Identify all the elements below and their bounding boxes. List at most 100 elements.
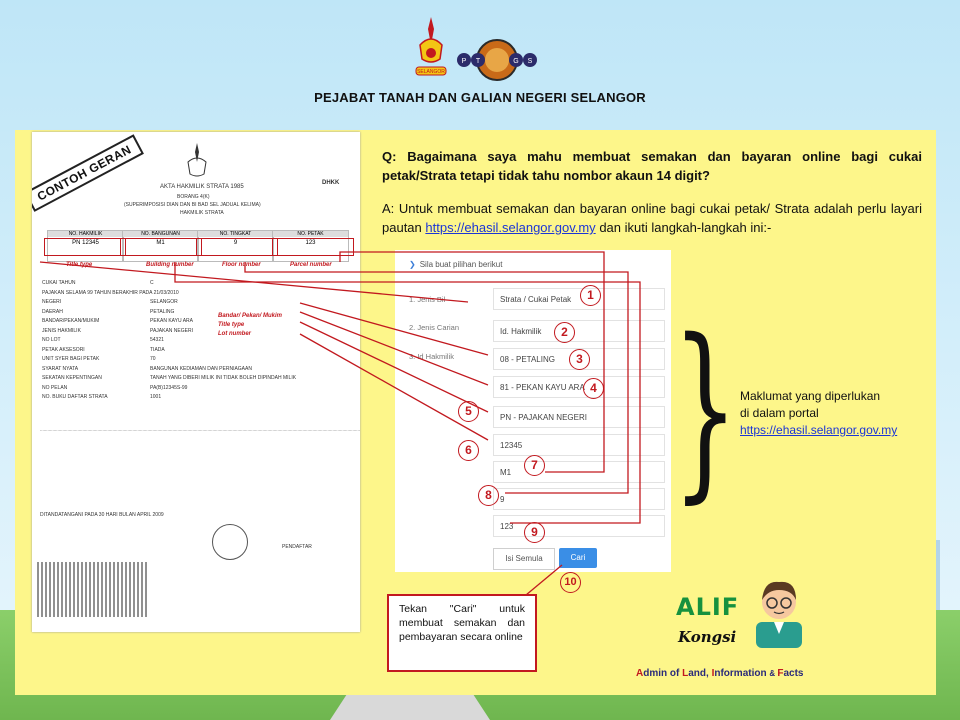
answer-prefix: A: Untuk membuat semakan dan bayaran onl… (382, 201, 922, 235)
tagline-dmin: dmin of (643, 668, 683, 679)
select-jenis-carian[interactable]: Id. Hakmilik (493, 320, 665, 342)
doc-row-value: 1001 (150, 394, 162, 400)
info-line-1: Maklumat yang diperlukan (740, 389, 881, 403)
tagline-f: F (777, 668, 784, 679)
input-no-hakmilik[interactable]: 12345 (493, 434, 665, 456)
crest-icon (187, 143, 207, 177)
step-badge-2: 2 (554, 322, 575, 343)
header-building-no: NO. BANGUNAN (123, 231, 198, 237)
header: SELANGOR P T G S PEJABAT TANAH DAN GALIA… (0, 0, 960, 120)
doc-row-value: 70 (150, 356, 156, 362)
doc-row-label: NO. BUKU DAFTAR STRATA (42, 394, 108, 400)
redacted-barcode (37, 562, 147, 617)
doc-heading-3: (SUPERIMPOSISI DIAN DAN BI BAD SEL JADUA… (124, 202, 261, 208)
doc-row-value: PA(B)12345S-99 (150, 384, 188, 391)
value-building-no: M1 (156, 240, 165, 246)
document-code: DHKK (322, 180, 340, 186)
sample-title-document: CONTOH GERAN DHKK AKTA HAKMILIK STRATA 1… (32, 132, 360, 632)
answer-suffix: dan ikuti langkah-langkah ini:- (599, 220, 772, 235)
document-signer: PENDAFTAR (282, 544, 312, 550)
doc-row-value: BANGUNAN KEDIAMAN DAN PERNIAGAAN (150, 365, 252, 372)
avatar (756, 581, 802, 648)
doc-row-label: NEGERI (42, 299, 62, 305)
crest-label: SELANGOR (417, 69, 445, 75)
doc-row-label: SEKATAN KEPENTINGAN (42, 375, 102, 381)
highlight-floor-no (196, 238, 278, 256)
answer-link[interactable]: https://ehasil.selangor.gov.my (425, 220, 596, 235)
doc-row-label: JENIS HAKMILIK (42, 327, 81, 334)
step-badge-7: 7 (524, 455, 545, 476)
value-title-no: PN 12345 (72, 240, 99, 246)
selangor-crest-icon: SELANGOR (415, 17, 447, 76)
organization-title: PEJABAT TANAH DAN GALIAN NEGERI SELANGOR (314, 90, 646, 105)
doc-heading-2: BORANG 4(K) (177, 194, 210, 200)
sample-stamp: CONTOH GERAN (32, 134, 145, 212)
doc-row-value: PEKAN KAYU ARA (150, 318, 193, 324)
tagline-a: A (636, 668, 644, 679)
select-mukim[interactable]: 81 - PEKAN KAYU ARA (493, 376, 665, 398)
reset-button[interactable]: Isi Semula (493, 548, 555, 570)
step-badge-5: 5 (458, 401, 479, 422)
doc-row-label: NO LOT (42, 337, 61, 343)
chevron-right-icon: ❯ (409, 260, 416, 269)
step-badge-1: 1 (580, 285, 601, 306)
doc-row-label: PETAK AKSESORI (42, 346, 85, 353)
step-badge-9: 9 (524, 522, 545, 543)
doc-row-label: DAERAH (42, 308, 63, 315)
highlight-parcel-no (272, 238, 354, 256)
ptgs-letter-g: G (513, 58, 518, 65)
input-no-petak[interactable]: 123 (493, 515, 665, 537)
ptgs-letter-p: P (462, 58, 467, 65)
document-body-text: ........................................… (40, 427, 360, 432)
brand-tagline: Admin of Land, Information & Facts (636, 668, 803, 679)
doc-row-label: BANDAR/PEKAN/MUKIM (42, 318, 100, 324)
step-badge-6: 6 (458, 440, 479, 461)
ptgs-letter-s: S (528, 58, 533, 65)
seal-icon (212, 524, 248, 560)
step-badge-10: 10 (560, 572, 581, 593)
input-no-bangunan[interactable]: M1 (493, 461, 665, 483)
label-id-hakmilik: 3. Id Hakmilik (409, 352, 455, 361)
doc-row-label: PAJAKAN SELAMA 99 TAHUN BERAKHIR PADA 21… (42, 289, 179, 296)
label-bandar: Bandar/ Pekan/ Mukim (218, 313, 283, 319)
value-parcel-no: 123 (305, 240, 316, 246)
tagline-amp: & (769, 669, 778, 678)
step-badge-3: 3 (569, 349, 590, 370)
doc-row-value: PAJAKAN NEGERI (150, 327, 193, 334)
label-parcel-number: Parcel number (290, 262, 332, 268)
brand-name: ALIF (676, 593, 740, 621)
tagline-nformation: nformation (714, 668, 770, 679)
header-parcel-no: NO. PETAK (273, 231, 348, 237)
label-floor-number: Floor number (222, 262, 261, 268)
input-no-tingkat[interactable]: 9 (493, 488, 665, 510)
doc-row-label: NO PELAN (42, 384, 68, 391)
right-brace-icon: } (672, 299, 739, 520)
doc-heading-1: AKTA HAKMILIK STRATA 1985 (160, 184, 244, 190)
label-jenis-carian: 2. Jenis Carian (409, 323, 460, 332)
tagline-and: and, (688, 668, 712, 679)
select-jenis-bil[interactable]: Strata / Cukai Petak (493, 288, 665, 310)
doc-heading-4: HAKMILIK STRATA (180, 210, 224, 216)
info-link[interactable]: https://ehasil.selangor.gov.my (740, 423, 898, 437)
step-badge-8: 8 (478, 485, 499, 506)
doc-row-value: PETALING (150, 308, 175, 315)
highlight-title-no (44, 238, 126, 256)
step-badge-4: 4 (583, 378, 604, 399)
tagline-i: I (711, 668, 715, 679)
doc-row-label: CUKAI TAHUN (42, 280, 76, 286)
value-floor-no: 9 (233, 240, 238, 246)
select-jenis-hakmilik[interactable]: PN - PAJAKAN NEGERI (493, 406, 665, 428)
ptgs-letter-t: T (476, 58, 481, 65)
document-date: DITANDATANGANI PADA 30 HARI BULAN APRIL … (40, 512, 164, 518)
form-heading: ❯Sila buat pilihan berikut (409, 260, 502, 269)
tagline-l: L (682, 668, 689, 679)
doc-row-value: SELANGOR (150, 299, 178, 305)
info-line-2: di dalam portal (740, 406, 819, 420)
doc-row-value: TIADA (150, 346, 165, 353)
search-button[interactable]: Cari (559, 548, 597, 568)
form-heading-text: Sila buat pilihan berikut (419, 260, 503, 269)
label-jenis-bil: 1. Jenis Bil (409, 295, 446, 304)
header-floor-no: NO. TINGKAT (198, 231, 273, 237)
doc-row-value: 54321 (150, 337, 164, 343)
label-building-number: Building number (146, 262, 194, 268)
